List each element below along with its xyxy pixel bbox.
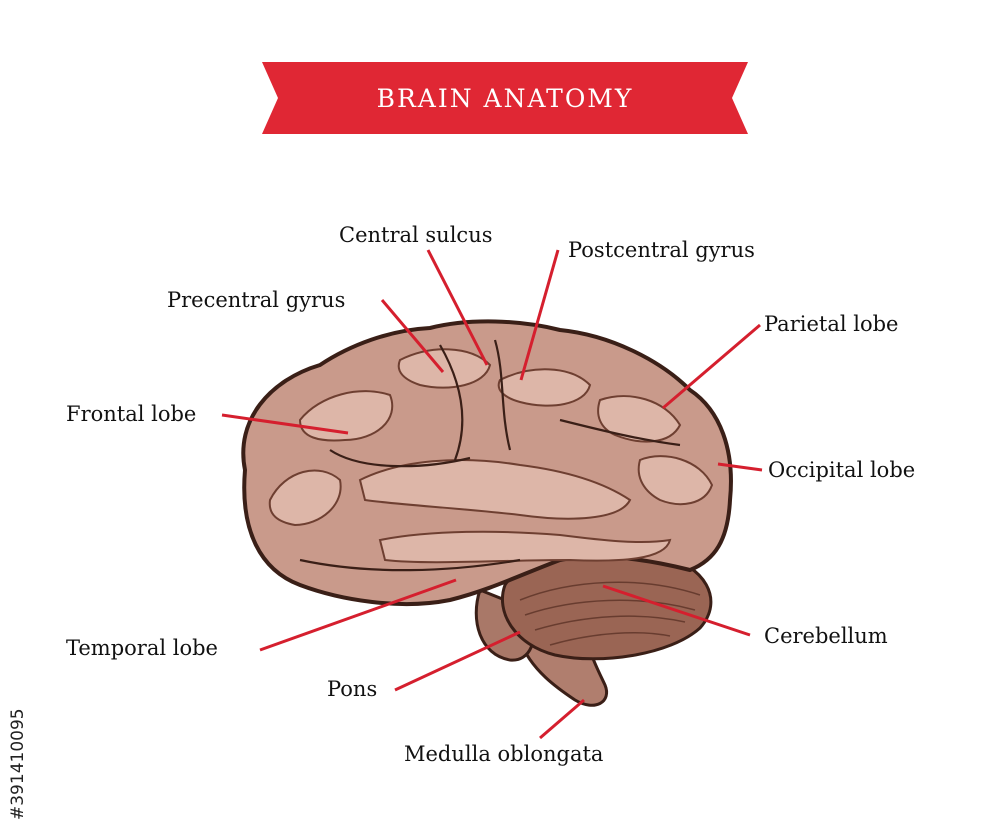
leader-pons [394,630,521,692]
leader-lines [221,249,763,740]
label-parietal-lobe: Parietal lobe [764,312,899,336]
leader-precentral-gyrus [380,299,445,373]
label-temporal-lobe: Temporal lobe [66,636,218,660]
leader-cerebellum [602,584,751,637]
leader-parietal-lobe [662,323,761,410]
label-central-sulcus: Central sulcus [339,223,493,247]
label-occipital-lobe: Occipital lobe [768,458,916,482]
leader-postcentral-gyrus [519,249,560,381]
leader-occipital-lobe [717,462,763,472]
label-pons: Pons [327,677,378,701]
leader-medulla-oblongata [539,698,585,740]
label-cerebellum: Cerebellum [764,624,888,648]
brain-illustration [241,319,733,707]
leader-temporal-lobe [259,578,457,652]
leader-frontal-lobe [221,413,349,435]
label-medulla-oblongata: Medulla oblongata [404,742,604,766]
leader-central-sulcus [426,249,489,366]
title-banner [262,62,748,134]
title-text: BRAIN ANATOMY [376,83,634,113]
label-postcentral-gyrus: Postcentral gyrus [568,238,755,262]
label-frontal-lobe: Frontal lobe [66,402,197,426]
sulci [299,339,681,572]
stock-image-id: #391410095 [8,708,28,820]
cerebellum-folia [519,581,701,646]
label-precentral-gyrus: Precentral gyrus [167,288,346,312]
